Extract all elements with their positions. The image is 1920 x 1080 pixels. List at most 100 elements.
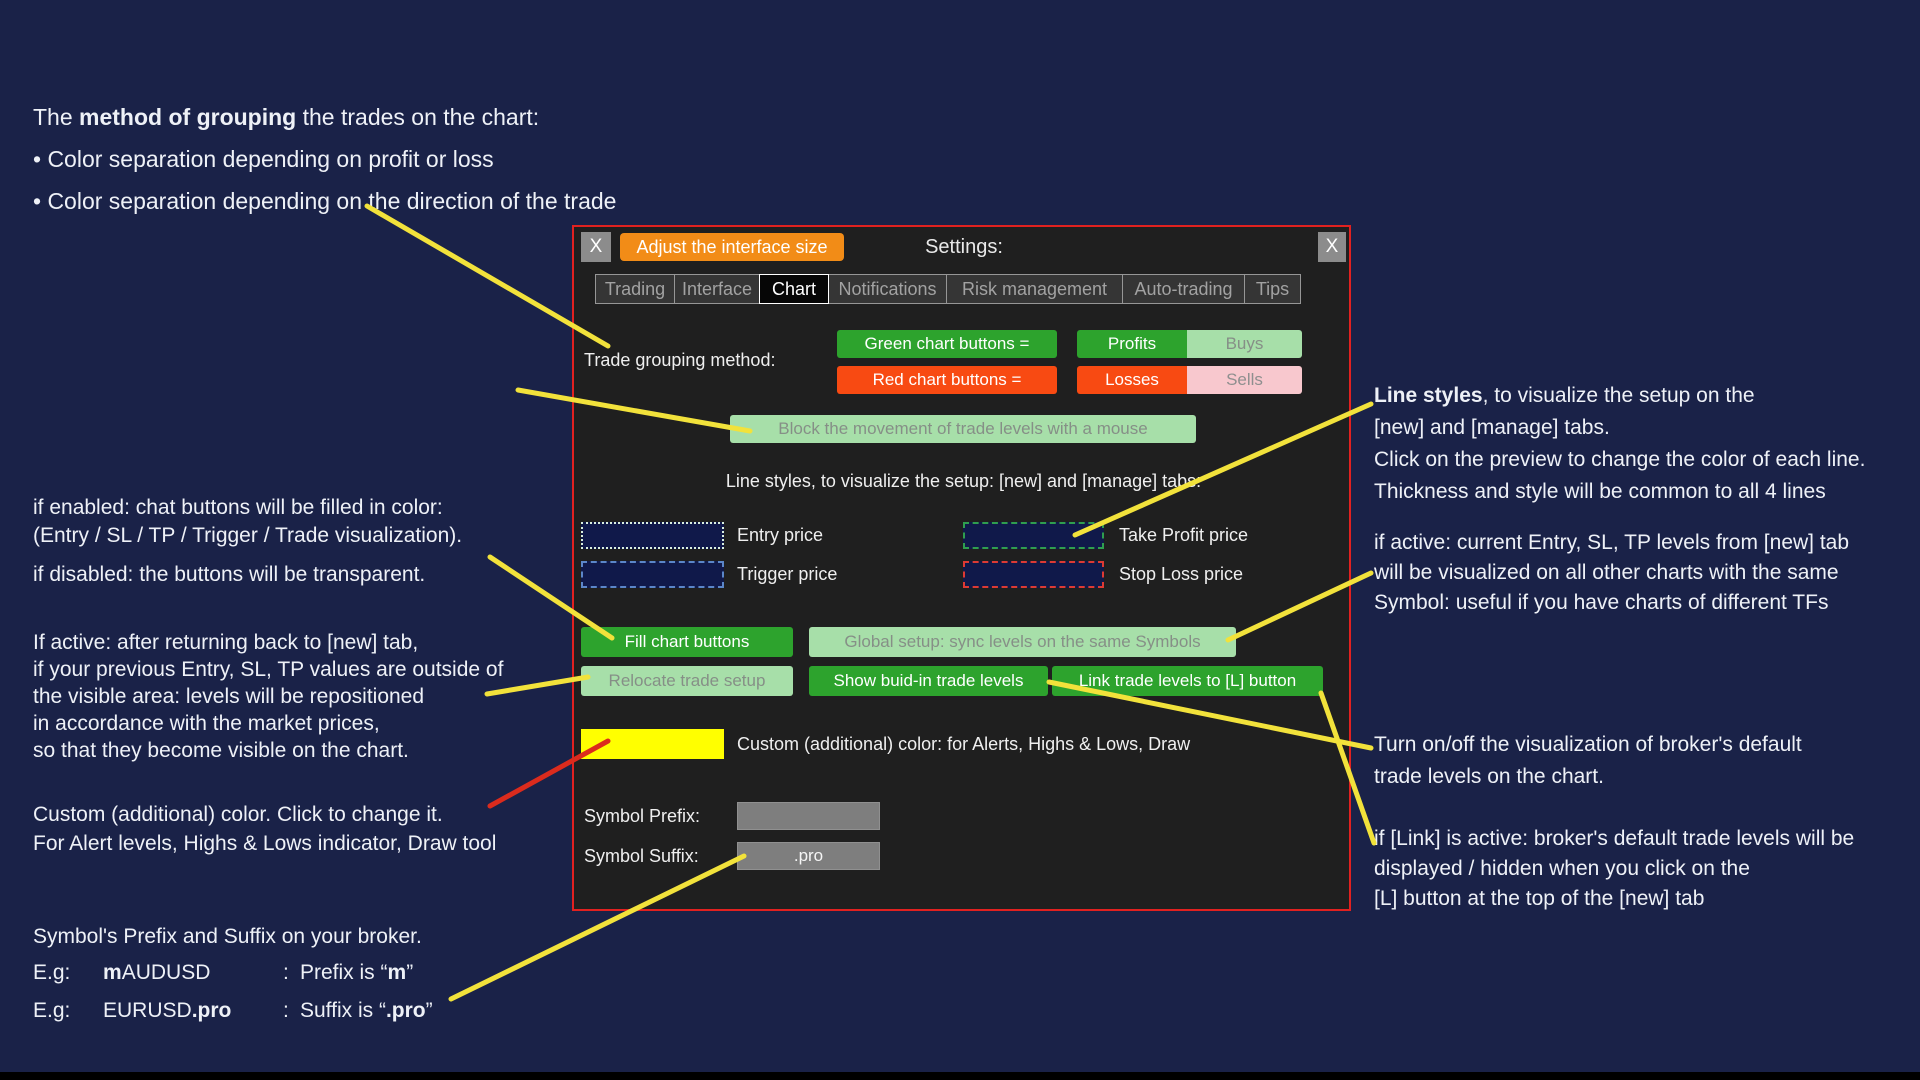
tab-interface[interactable]: Interface: [674, 274, 760, 304]
take-profit-price-preview[interactable]: [963, 522, 1104, 549]
annotation-link-line-3: [L] button at the top of the [new] tab: [1374, 887, 1705, 910]
annotation-line-styles: Line styles, to visualize the setup on t…: [1374, 380, 1865, 508]
global-sync-button[interactable]: Global setup: sync levels on the same Sy…: [809, 627, 1236, 657]
annotation-show-builtin-line-2: trade levels on the chart.: [1374, 765, 1604, 788]
symbol-prefix-label: Symbol Prefix:: [584, 805, 701, 826]
annotation-symbol-2: EURUSD.pro: [103, 999, 231, 1023]
annotation-line-styles-line-4: Thickness and style will be common to al…: [1374, 480, 1826, 503]
take-profit-price-label: Take Profit price: [1119, 525, 1249, 545]
annotation-desc-1-bold: m: [387, 961, 407, 984]
annotation-line-styles-line-1: Line styles, to visualize the setup on t…: [1374, 380, 1865, 412]
symbol-suffix-input[interactable]: [737, 842, 880, 870]
show-builtin-levels-button[interactable]: Show buid-in trade levels: [809, 666, 1048, 696]
annotation-fill-buttons: if enabled: chat buttons will be filled …: [33, 494, 462, 589]
annotation-global-sync: if active: current Entry, SL, TP levels …: [1374, 528, 1849, 618]
annotation-relocate-line-3: the visible area: levels will be reposit…: [33, 685, 425, 708]
annotation-symbol-2-bold: .pro: [191, 999, 232, 1022]
adjust-interface-size-button[interactable]: Adjust the interface size: [620, 233, 844, 261]
annotation-link-line-2: displayed / hidden when you click on the: [1374, 857, 1750, 880]
annotation-eg-2: E.g:: [33, 999, 71, 1022]
link-trade-levels-button[interactable]: Link trade levels to [L] button: [1052, 666, 1323, 696]
tab-tips[interactable]: Tips: [1244, 274, 1301, 304]
entry-price-preview[interactable]: [581, 522, 724, 549]
trigger-price-label: Trigger price: [737, 564, 838, 584]
settings-dialog: X Adjust the interface size Settings: X …: [572, 225, 1351, 911]
annotation-fill-line-3: if disabled: the buttons will be transpa…: [33, 563, 426, 586]
line-styles-caption: Line styles, to visualize the setup: [ne…: [725, 471, 1202, 491]
annotation-desc-1-pre: Prefix is “: [300, 961, 388, 984]
annotation-custom-color-line-1: Custom (additional) color. Click to chan…: [33, 803, 443, 826]
tab-auto-trading[interactable]: Auto-trading: [1122, 274, 1245, 304]
annotation-fill-line-1: if enabled: chat buttons will be filled …: [33, 496, 443, 519]
tab-chart[interactable]: Chart: [759, 274, 829, 304]
profits-toggle[interactable]: Profits: [1077, 330, 1187, 358]
annotation-relocate-line-2: if your previous Entry, SL, TP values ar…: [33, 658, 504, 681]
close-button-right[interactable]: X: [1318, 232, 1346, 262]
annotation-custom-color: Custom (additional) color. Click to chan…: [33, 800, 496, 858]
annotation-line-styles-post: , to visualize the setup on the: [1482, 384, 1755, 407]
settings-tabs: Trading Interface Chart Notifications Ri…: [595, 274, 1301, 304]
annotation-relocate-line-1: If active: after returning back to [new]…: [33, 631, 419, 654]
relocate-trade-setup-button[interactable]: Relocate trade setup: [581, 666, 793, 696]
annotation-grouping-pre: The: [33, 104, 80, 130]
annotation-prefix-example-row: E.g: mAUDUSD : Prefix is “m”: [33, 961, 653, 991]
tab-notifications[interactable]: Notifications: [828, 274, 947, 304]
annotation-grouping-bullet-1: • Color separation depending on profit o…: [33, 146, 494, 172]
annotation-fill-line-2: (Entry / SL / TP / Trigger / Trade visua…: [33, 524, 463, 547]
annotation-global-sync-line-2: will be visualized on all other charts w…: [1374, 561, 1839, 584]
tab-trading[interactable]: Trading: [595, 274, 675, 304]
symbol-suffix-label: Symbol Suffix:: [584, 845, 699, 866]
block-levels-movement-button[interactable]: Block the movement of trade levels with …: [730, 415, 1196, 443]
annotation-relocate-line-5: so that they become visible on the chart…: [33, 739, 409, 762]
trade-grouping-label: Trade grouping method:: [584, 349, 776, 370]
annotation-grouping-method: The method of grouping the trades on the…: [33, 96, 616, 222]
annotation-grouping-bold: method of grouping: [79, 104, 297, 130]
annotation-line-styles-bold: Line styles: [1374, 384, 1483, 407]
custom-color-swatch[interactable]: [581, 729, 724, 759]
annotation-grouping-title: The method of grouping the trades on the…: [33, 96, 616, 138]
red-chart-buttons-label: Red chart buttons =: [837, 366, 1057, 394]
trigger-price-preview[interactable]: [581, 561, 724, 588]
symbol-prefix-input[interactable]: [737, 802, 880, 830]
annotation-relocate-line-4: in accordance with the market prices,: [33, 712, 380, 735]
annotation-symbol-2-pre: EURUSD: [103, 999, 192, 1022]
annotation-line-styles-line-2: [new] and [manage] tabs.: [1374, 416, 1610, 439]
losses-toggle[interactable]: Losses: [1077, 366, 1187, 394]
adjust-interface-size-label: Adjust the interface size: [636, 236, 828, 257]
annotation-link-line-1: if [Link] is active: broker's default tr…: [1374, 827, 1855, 850]
annotation-desc-1: Prefix is “m”: [300, 961, 413, 985]
sells-toggle[interactable]: Sells: [1187, 366, 1302, 394]
annotation-global-sync-line-3: Symbol: useful if you have charts of dif…: [1374, 591, 1829, 614]
close-icon: X: [1325, 236, 1339, 257]
annotation-show-builtin-line-1: Turn on/off the visualization of broker'…: [1374, 733, 1802, 756]
annotation-symbol-1-rest: AUDUSD: [121, 961, 211, 984]
annotation-prefix-suffix: Symbol's Prefix and Suffix on your broke…: [33, 925, 653, 1029]
annotation-eg-1: E.g:: [33, 961, 71, 984]
entry-price-label: Entry price: [737, 525, 824, 545]
stop-loss-price-label: Stop Loss price: [1119, 564, 1244, 584]
annotation-grouping-bullet-2: • Color separation depending on the dire…: [33, 188, 617, 214]
annotation-colon-2: :: [283, 999, 289, 1022]
annotation-symbol-1-bold: m: [103, 961, 122, 984]
annotation-colon-1: :: [283, 961, 289, 984]
annotation-desc-2: Suffix is “.pro”: [300, 999, 433, 1023]
annotation-prefix-suffix-title: Symbol's Prefix and Suffix on your broke…: [33, 925, 422, 948]
tab-risk-management[interactable]: Risk management: [946, 274, 1123, 304]
dialog-title: Settings:: [925, 236, 1003, 258]
annotation-relocate: If active: after returning back to [new]…: [33, 629, 503, 764]
annotation-show-builtin: Turn on/off the visualization of broker'…: [1374, 729, 1802, 793]
annotation-custom-color-line-2: For Alert levels, Highs & Lows indicator…: [33, 832, 497, 855]
annotation-line-styles-line-3: Click on the preview to change the color…: [1374, 448, 1866, 471]
annotation-desc-2-post: ”: [425, 999, 433, 1022]
fill-chart-buttons-button[interactable]: Fill chart buttons: [581, 627, 793, 657]
annotation-global-sync-line-1: if active: current Entry, SL, TP levels …: [1374, 531, 1850, 554]
buys-toggle[interactable]: Buys: [1187, 330, 1302, 358]
annotation-desc-1-post: ”: [406, 961, 414, 984]
annotation-link: if [Link] is active: broker's default tr…: [1374, 824, 1854, 914]
annotation-symbol-1: mAUDUSD: [103, 961, 210, 985]
stop-loss-price-preview[interactable]: [963, 561, 1104, 588]
annotation-suffix-example-row: E.g: EURUSD.pro : Suffix is “.pro”: [33, 999, 653, 1029]
close-button-left[interactable]: X: [581, 232, 611, 262]
close-icon: X: [589, 236, 603, 257]
